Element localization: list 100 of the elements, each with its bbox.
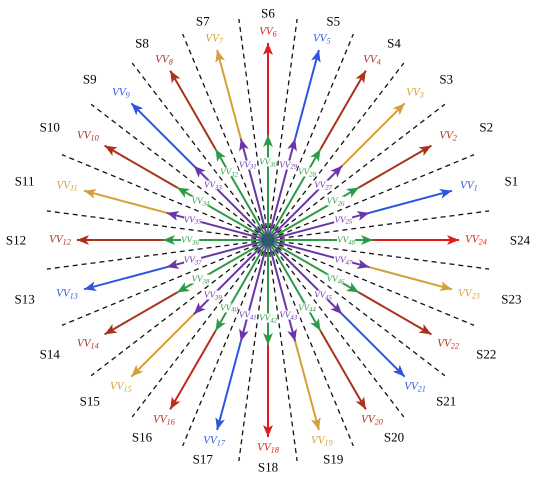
edge-label: VV$_{27}$ <box>314 180 332 190</box>
sector-label: S3 <box>439 72 454 86</box>
sector-label: S7 <box>196 14 210 28</box>
sector-label: S1 <box>504 174 518 188</box>
vector-label: VV$_{3}$ <box>405 87 425 98</box>
vector-arrow <box>214 148 266 234</box>
vector-label: VV$_{15}$ <box>109 382 133 393</box>
sector-label: S9 <box>82 72 97 86</box>
edge-label: VV$_{40}$ <box>220 303 238 312</box>
vector-arrow <box>369 266 452 292</box>
vector-arrow <box>84 266 167 292</box>
vector-label: VV$_{22}$ <box>436 338 460 350</box>
vector-arrow <box>193 244 264 315</box>
vector-label: VV$_{21}$ <box>403 382 427 393</box>
vector-arrow <box>274 211 370 240</box>
vector-label: VV$_{9}$ <box>111 87 131 98</box>
vector-arrow <box>274 186 360 238</box>
edge-label: VV$_{38}$ <box>192 274 210 284</box>
sector-label: S22 <box>476 347 496 360</box>
edge-label: VV$_{26}$ <box>326 196 344 206</box>
sector-label: S2 <box>479 120 494 133</box>
edge-label: VV$_{30}$ <box>259 158 277 166</box>
vector-arrow <box>263 135 273 233</box>
vector-arrow <box>176 242 262 294</box>
sector-label: S18 <box>258 460 278 474</box>
vector-label: VV$_{10}$ <box>76 130 100 142</box>
sector-label: S23 <box>501 292 522 306</box>
sector-label: S17 <box>192 452 213 466</box>
vector-label: VV$_{8}$ <box>154 54 174 66</box>
edge-label: VV$_{47}$ <box>334 256 352 265</box>
vector-label: VV$_{14}$ <box>76 338 100 350</box>
edge-label: VV$_{46}$ <box>326 274 344 284</box>
vector-arrow <box>163 235 261 245</box>
vector-arrow <box>263 43 273 135</box>
vector-arrow <box>166 240 262 269</box>
vector-label: VV$_{2}$ <box>438 130 458 142</box>
vector-arrow <box>263 345 273 437</box>
edge-label: VV$_{43}$ <box>279 310 298 320</box>
vector-arrow <box>369 188 452 214</box>
edge-label: VV$_{32}$ <box>220 168 238 177</box>
sector-label: S16 <box>132 430 152 444</box>
edge-label: VV$_{25}$ <box>334 215 352 224</box>
vector-arrow <box>272 244 343 315</box>
vector-label: VV$_{11}$ <box>56 180 79 192</box>
vector-arrow <box>294 341 321 430</box>
vector-arrow <box>274 242 360 294</box>
vector-arrow <box>342 102 406 166</box>
vector-label: VV$_{6}$ <box>258 26 278 38</box>
sector-label: S24 <box>510 234 530 246</box>
vector-arrow <box>130 314 194 378</box>
vector-label: VV$_{5}$ <box>312 34 332 45</box>
edge-label: VV$_{31}$ <box>238 160 257 170</box>
vector-arrow <box>176 186 262 238</box>
vector-label: VV$_{12}$ <box>48 234 72 246</box>
vector-arrow <box>274 240 370 269</box>
vector-arrow <box>320 330 367 410</box>
vector-arrow <box>373 235 459 245</box>
vector-arrow <box>294 50 321 139</box>
vector-label: VV$_{1}$ <box>459 180 479 192</box>
vector-label: VV$_{24}$ <box>464 234 488 246</box>
vector-label: VV$_{17}$ <box>202 435 226 446</box>
vector-arrow <box>268 138 297 234</box>
edge-label: VV$_{37}$ <box>184 256 202 265</box>
sector-label: S11 <box>14 174 34 188</box>
edge-label: VV$_{34}$ <box>192 196 210 206</box>
vector-arrow <box>169 330 216 410</box>
vector-arrow <box>84 188 167 214</box>
edge-label: VV$_{29}$ <box>279 160 298 170</box>
edge-label: VV$_{28}$ <box>298 168 316 177</box>
vector-arrow <box>215 341 242 430</box>
sector-label: S13 <box>14 292 35 306</box>
vector-label: VV$_{19}$ <box>310 435 334 446</box>
sector-label: S8 <box>135 36 149 50</box>
vector-arrow <box>320 70 367 150</box>
edge-label: VV$_{44}$ <box>298 303 316 312</box>
vector-label: VV$_{23}$ <box>457 288 481 300</box>
edge-label: VV$_{41}$ <box>238 310 257 320</box>
vector-arrow <box>270 246 322 332</box>
vector-arrow <box>270 148 322 234</box>
edge-label: VV$_{36}$ <box>181 236 199 244</box>
vector-arrow <box>268 246 297 342</box>
sector-label: S6 <box>261 6 275 20</box>
vector-arrow <box>275 235 373 245</box>
vector-arrow <box>263 247 273 345</box>
edge-label: VV$_{35}$ <box>184 215 202 224</box>
sector-label: S20 <box>384 430 404 444</box>
vector-arrow <box>169 70 216 150</box>
vector-arrow <box>104 292 178 336</box>
vector-arrow <box>358 292 432 336</box>
vector-arrow <box>358 144 432 188</box>
vector-label: VV$_{13}$ <box>55 288 79 300</box>
edge-label: VV$_{45}$ <box>314 290 332 300</box>
sector-label: S4 <box>387 36 401 50</box>
vector-label: VV$_{4}$ <box>362 54 382 66</box>
sector-label: S19 <box>323 452 344 466</box>
edge-label: VV$_{42}$ <box>259 314 277 322</box>
sector-label: S14 <box>40 347 60 360</box>
vector-label: VV$_{18}$ <box>256 442 280 454</box>
sector-label: S5 <box>326 14 340 28</box>
vector-arrow <box>104 144 178 188</box>
